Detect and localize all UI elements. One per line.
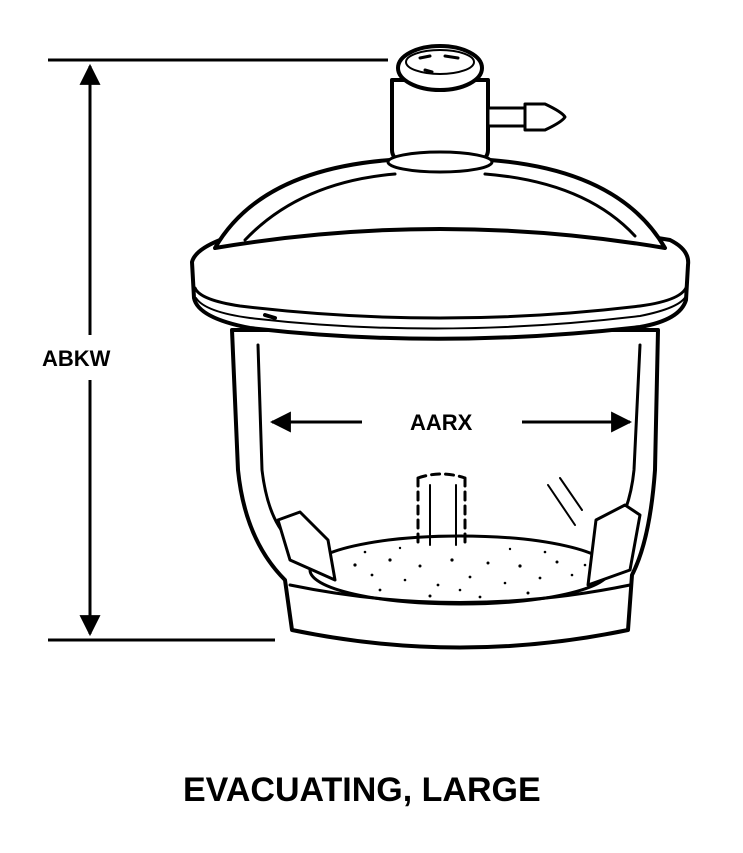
desiccant-stipple <box>353 546 587 599</box>
diagram-caption: EVACUATING, LARGE <box>183 771 541 809</box>
width-dimension-label: AARX <box>410 410 473 435</box>
lid-rim-groove <box>193 283 689 320</box>
ledge-right <box>586 503 642 587</box>
stopper-knob-top <box>405 49 475 75</box>
stopper-knob-marks <box>418 54 460 74</box>
desiccant-plate <box>308 534 612 606</box>
height-dimension: ABKW <box>42 58 388 642</box>
valve-tip <box>523 102 567 132</box>
valve-side-port <box>486 106 527 128</box>
lid-rim-groove-2 <box>195 295 687 330</box>
base-ridge <box>288 583 632 604</box>
lid-dome-inner <box>243 172 637 242</box>
ledge-left <box>276 510 337 582</box>
center-tube <box>416 472 467 547</box>
width-dimension: AARX <box>269 400 633 442</box>
height-dimension-label: ABKW <box>42 346 111 371</box>
glass-glint-1 <box>547 484 576 526</box>
valve-neck-collar <box>386 150 494 174</box>
desiccator-illustration <box>190 44 691 650</box>
glass-glint-2 <box>559 477 583 511</box>
lid-rim-mark <box>263 313 277 320</box>
lid-dome <box>213 158 667 250</box>
